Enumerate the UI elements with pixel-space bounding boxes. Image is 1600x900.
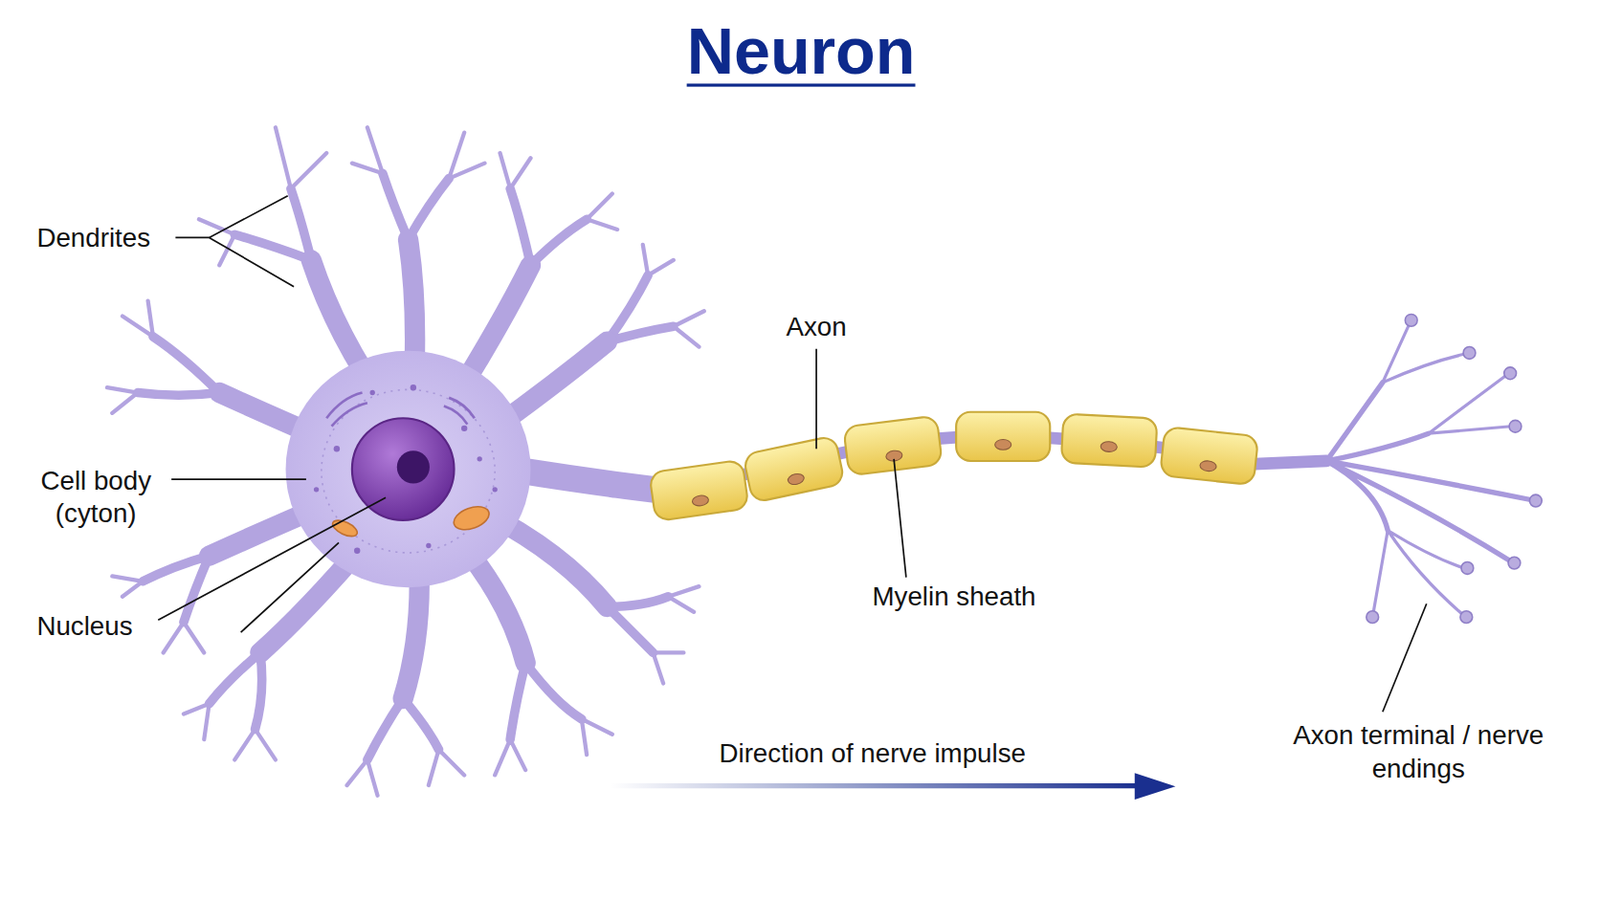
leader-line [171,478,307,481]
synaptic-knob [1366,611,1379,624]
organelle-dot [370,390,376,396]
synaptic-knob [1404,313,1418,327]
part-label: Cell body (cyton) [19,464,173,530]
organelle-dot [492,487,498,492]
axon-terminal [1326,324,1531,616]
leader-lines [157,196,1426,713]
synaptic-knob [1504,367,1517,380]
mitochondrion [450,502,492,534]
part-label: Nucleus [36,610,133,644]
schwann-nucleus [786,472,805,487]
diagram-title: Neuron [687,12,916,90]
organelle-dot [425,543,431,549]
organelle-dot [461,425,467,432]
myelin-segment [843,416,943,477]
schwann-cell [843,416,943,477]
part-label: Myelin sheath [871,580,1036,614]
schwann-cell [955,412,1050,462]
organelle-dot [313,487,319,492]
myelin-segment [955,412,1050,462]
dendrite-twigs [107,127,705,796]
part-label: Direction of nerve impulse [718,736,1026,770]
golgi [444,398,475,425]
impulse-arrow-shaft [610,783,1141,789]
schwann-nucleus [691,494,710,508]
organelle-dot [477,456,483,462]
synaptic-knob [1529,494,1542,508]
part-label: Axon terminal / nerve endings [1290,719,1547,785]
impulse-arrowhead [1134,773,1177,800]
schwann-nucleus [1199,460,1217,472]
myelin-segment [742,435,845,503]
schwann-nucleus [995,440,1012,451]
schwann-cell [1159,426,1259,486]
leader-line [157,497,386,633]
organelle-dot [333,445,340,452]
leader-line [815,349,818,450]
synaptic-knob [1460,611,1473,624]
terminal-branches [1326,382,1531,562]
organelle-dot [354,548,360,555]
dendrites [107,127,705,796]
leader-line [175,196,294,288]
schwann-nucleus [1100,441,1118,453]
cytoplasm-region [321,389,495,554]
dendrite-branches [137,173,674,760]
myelin-segment [648,460,749,522]
synaptic-knob [1509,420,1522,433]
organelle-dot [410,384,417,391]
synaptic-knob [1463,347,1476,360]
schwann-cell [742,435,845,503]
leader-line [893,459,907,578]
synaptic-knobs [1366,313,1542,623]
synaptic-knob [1461,562,1474,576]
part-label: Axon [785,310,846,343]
schwann-cell [1061,414,1158,468]
golgi [326,393,368,427]
nucleolus [397,450,430,484]
leader-line [1382,603,1427,712]
schwann-cell [648,460,749,522]
terminal-twigs [1373,324,1512,616]
part-label: Dendrites [36,221,151,254]
nucleus [352,418,455,521]
organelles [313,384,498,555]
myelin-segment [1159,426,1259,486]
cell-body [286,351,532,588]
myelin-sheath [648,412,1259,522]
myelin-segment [1061,414,1158,468]
synaptic-knob [1508,556,1521,570]
